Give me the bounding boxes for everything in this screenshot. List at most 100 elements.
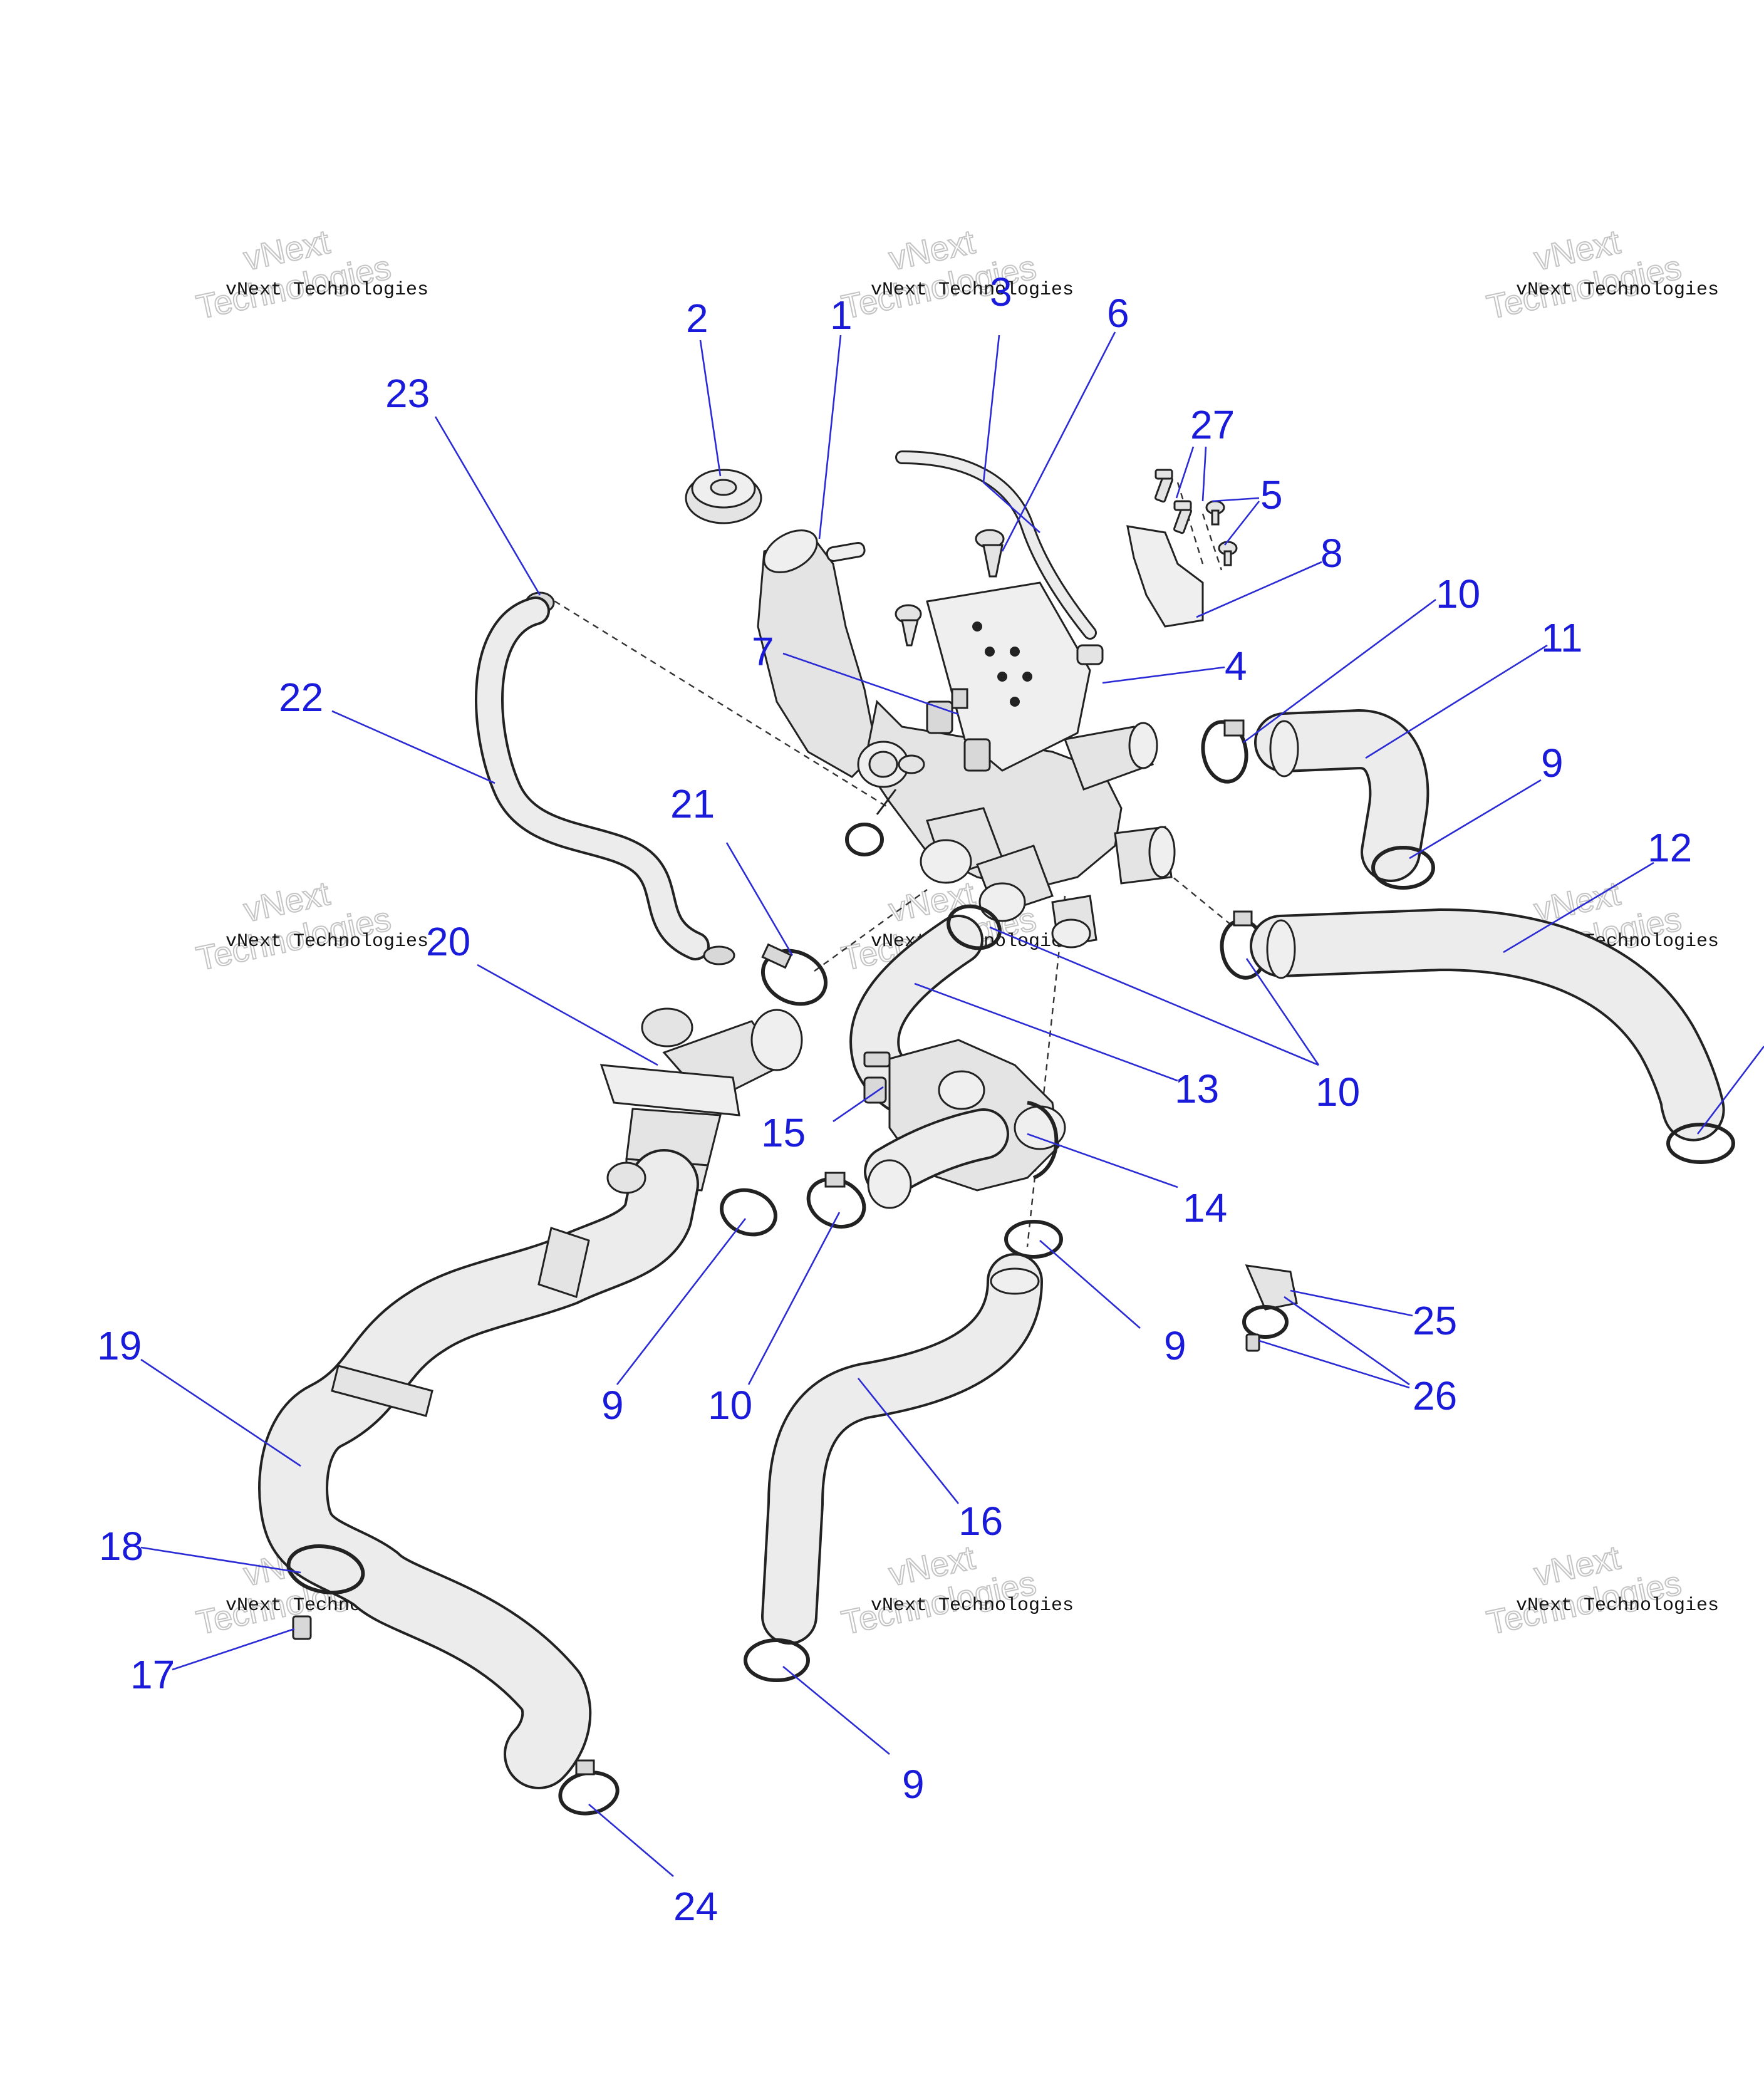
leader-1 <box>818 335 842 539</box>
leader-22 <box>331 710 495 784</box>
part-9-hose-clamp-b <box>1004 1220 1063 1259</box>
part-9-hose-clamp-c <box>744 1638 810 1682</box>
watermark-caption: vNext Technologies <box>1516 279 1719 301</box>
callout-1: 1 <box>830 293 853 338</box>
callout-16: 16 <box>958 1499 1003 1544</box>
callout-23: 23 <box>385 371 430 416</box>
leader-9b <box>1039 1240 1141 1329</box>
callout-9-b: 9 <box>1164 1323 1186 1368</box>
leader-9c <box>616 1218 747 1385</box>
part-16-heater-hose <box>761 1253 1043 1645</box>
callout-17: 17 <box>130 1652 175 1697</box>
part-14-y-fitting <box>864 1039 1066 1209</box>
watermark-caption: vNext Technologies <box>1516 1595 1719 1616</box>
leader-26a <box>1284 1296 1410 1386</box>
callout-3: 3 <box>990 269 1012 315</box>
callout-12: 12 <box>1647 825 1692 870</box>
leader-12b <box>1696 1046 1764 1135</box>
leader-16 <box>857 1378 960 1504</box>
part-9-hose-clamp-a <box>1371 846 1435 890</box>
watermark-caption: vNext Technologies <box>871 279 1074 301</box>
callout-26: 26 <box>1413 1373 1457 1418</box>
leader-23 <box>434 416 541 596</box>
part-3-overflow-hose <box>895 450 1097 640</box>
part-10-hose-clamp-upper <box>1201 719 1248 784</box>
callout-22: 22 <box>279 675 323 720</box>
part-1-coolant-housing <box>757 529 1123 891</box>
assembly-guide-lines <box>544 482 1235 1247</box>
part-15-clip <box>863 1051 891 1104</box>
watermark-caption: vNext Technologies <box>871 1595 1074 1616</box>
part-27-bolts <box>1154 469 1193 534</box>
leader-9d <box>782 1665 890 1755</box>
leader-18 <box>140 1546 301 1574</box>
callout-27: 27 <box>1190 402 1235 447</box>
watermark-4: vNext Technologies vNext Technologies <box>192 874 428 979</box>
callout-11: 11 <box>1541 615 1582 660</box>
watermark-1: vNext Technologies vNext Technologies <box>192 222 428 327</box>
leader-lines <box>140 331 1764 1877</box>
callout-13: 13 <box>1175 1066 1219 1111</box>
callout-14: 14 <box>1183 1185 1227 1230</box>
part-18-hose-clamp <box>286 1544 365 1594</box>
part-9-hose-clamp-d <box>720 1188 777 1237</box>
callout-25: 25 <box>1413 1298 1457 1343</box>
watermark-9: vNext Technologies vNext Technologies <box>1483 1538 1719 1643</box>
callout-4: 4 <box>1225 643 1247 689</box>
leader-6 <box>1001 331 1116 552</box>
watermark-caption: vNext Technologies <box>226 931 428 952</box>
callout-18: 18 <box>99 1524 143 1569</box>
guide-line-9 <box>1026 895 1066 1247</box>
callout-2: 2 <box>686 296 708 341</box>
callout-10-b: 10 <box>1315 1069 1360 1115</box>
callout-labels: 1 2 3 4 5 6 7 8 9 9 9 9 10 10 10 11 12 1… <box>97 269 1692 1929</box>
part-6-push-pin <box>895 529 1005 647</box>
leader-27b <box>1201 446 1207 502</box>
watermark-8: vNext Technologies vNext Technologies <box>838 1538 1074 1643</box>
leader-10c <box>989 926 1319 1066</box>
part-8-mounting-bracket <box>1126 525 1204 628</box>
leader-5a <box>1211 497 1260 502</box>
leader-9a <box>1409 779 1542 860</box>
callout-15: 15 <box>761 1110 806 1155</box>
part-4-bracket-plate <box>926 581 1104 772</box>
leader-15 <box>833 1086 884 1123</box>
leader-21 <box>725 842 794 956</box>
leader-10d <box>747 1212 841 1385</box>
part-10-hose-clamp-lower <box>806 1172 866 1229</box>
callout-7: 7 <box>752 629 774 674</box>
leader-14 <box>1027 1133 1178 1188</box>
callout-9-d: 9 <box>902 1762 925 1807</box>
leader-5b <box>1223 501 1260 546</box>
leader-2 <box>699 340 722 477</box>
callout-6: 6 <box>1107 291 1129 336</box>
callout-10-a: 10 <box>1436 571 1480 616</box>
part-hose-clip <box>845 789 897 856</box>
part-22-bypass-hose <box>475 596 735 965</box>
callout-10-c: 10 <box>708 1383 752 1428</box>
part-26-clip-screws <box>1242 1305 1289 1352</box>
leader-26b <box>1258 1339 1410 1389</box>
leader-19 <box>140 1358 301 1467</box>
housing-outlets <box>920 722 1176 949</box>
leader-10b <box>1245 958 1320 1066</box>
guide-line-5 <box>1201 513 1223 571</box>
callout-8: 8 <box>1320 531 1343 576</box>
callout-20: 20 <box>426 919 470 964</box>
part-5-screws <box>1205 500 1238 566</box>
watermark-caption: vNext Technologies <box>226 279 428 301</box>
leader-3b <box>983 482 1040 533</box>
guide-line-27 <box>1176 482 1204 564</box>
leader-10a <box>1243 598 1436 744</box>
part-17-clamp-tab <box>292 1615 312 1640</box>
leader-13 <box>914 982 1178 1082</box>
callout-19: 19 <box>97 1323 142 1368</box>
part-24-hose-clamp <box>558 1759 620 1816</box>
part-21-hose-clamp <box>760 943 828 1006</box>
leader-3 <box>982 335 1000 483</box>
callout-5: 5 <box>1260 472 1283 517</box>
callout-9-a: 9 <box>1541 741 1564 786</box>
leader-8 <box>1196 561 1322 618</box>
leader-4 <box>1102 666 1225 684</box>
